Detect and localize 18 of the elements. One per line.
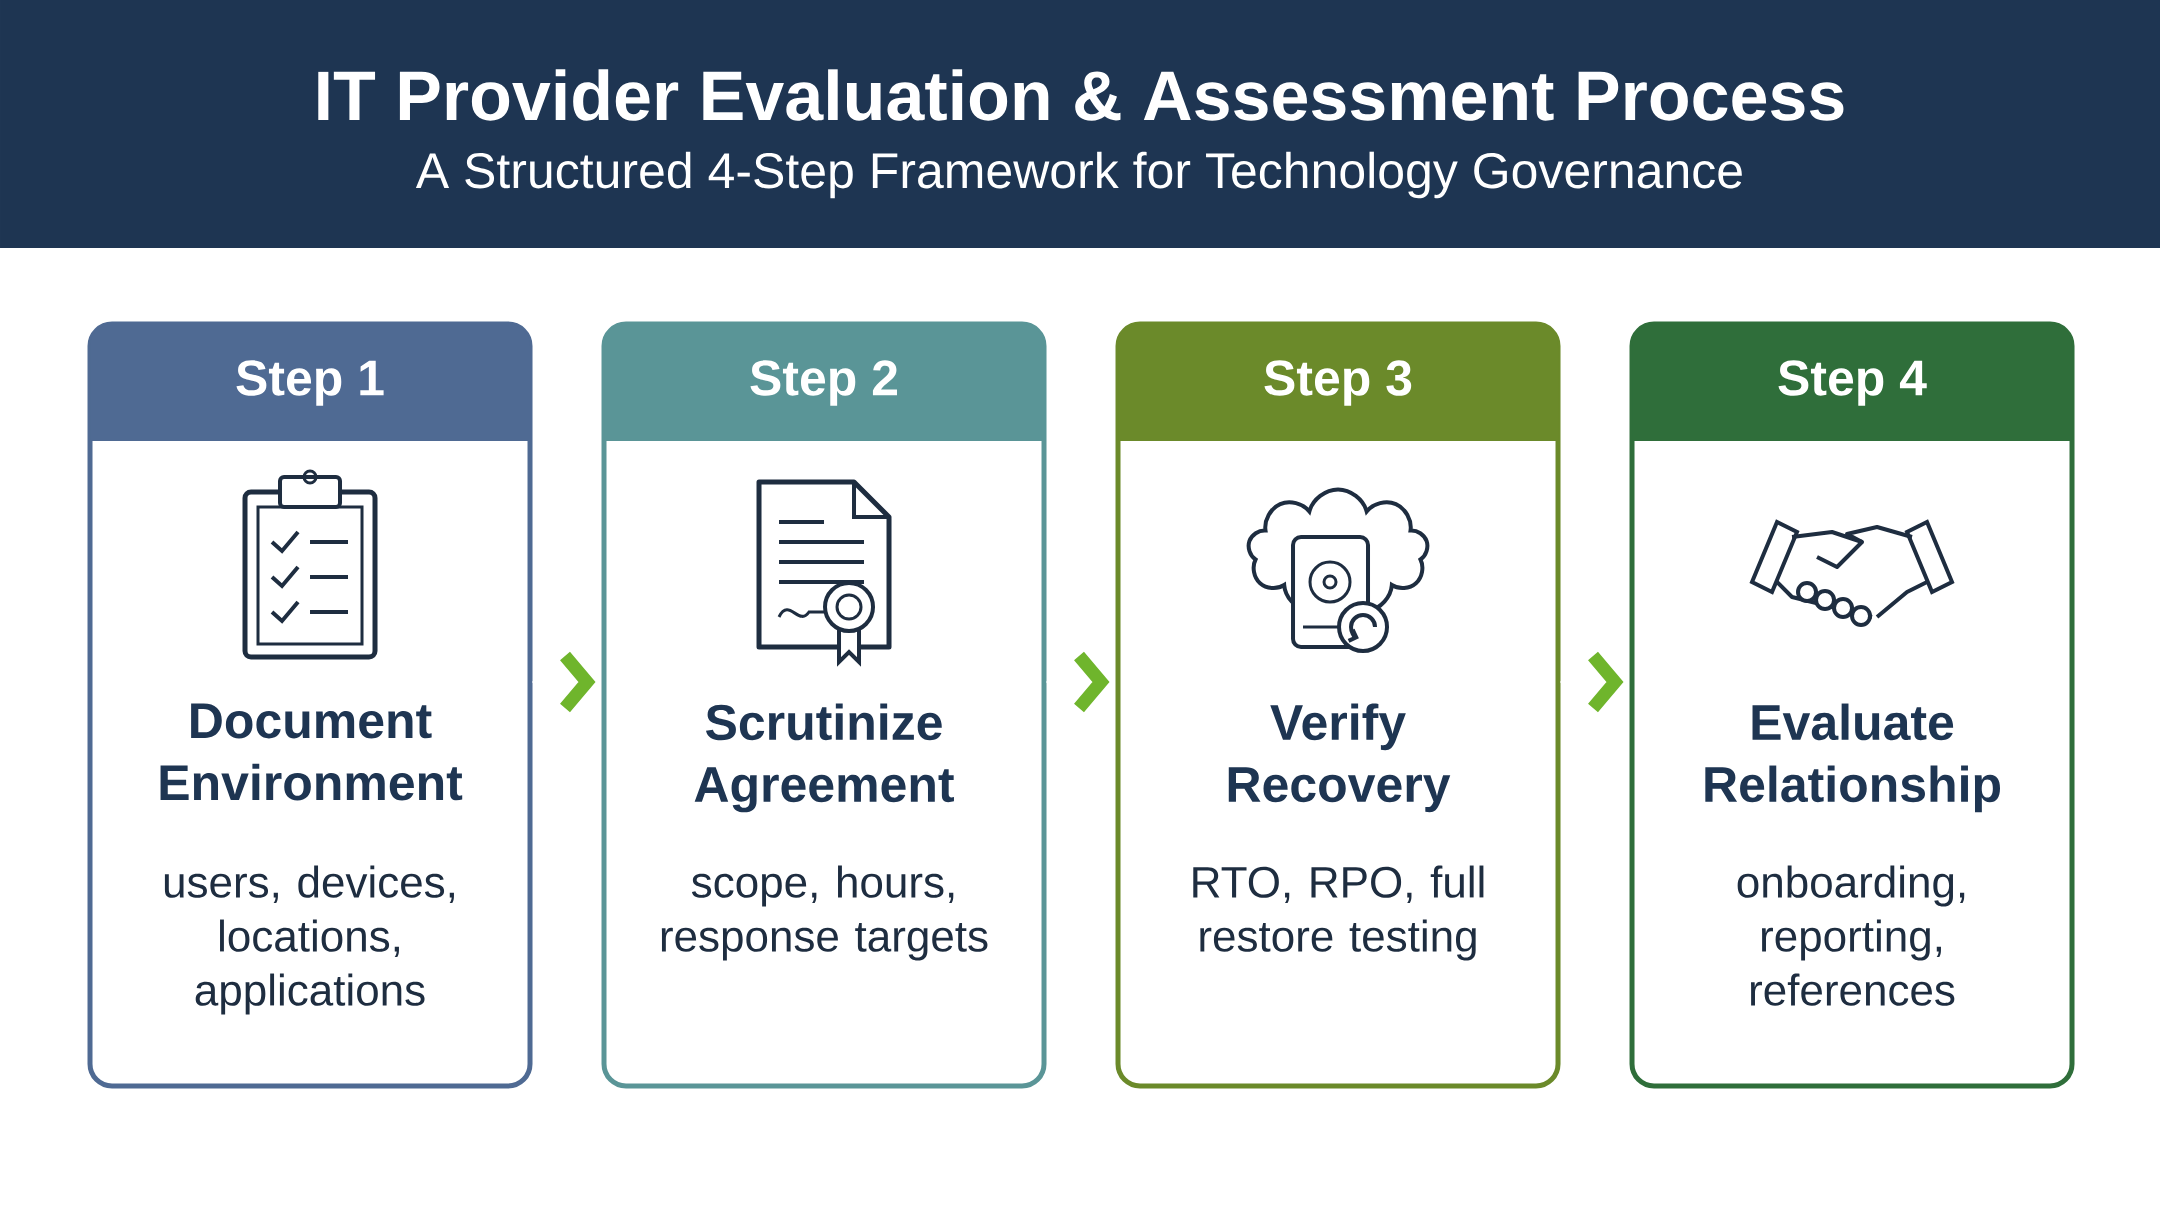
step-description: scope, hours, response targets	[661, 865, 988, 961]
step-card	[1629, 321, 2075, 1089]
step-title: Scrutinize Agreement	[694, 703, 954, 813]
step-label: Step 3	[1264, 360, 1412, 406]
step-label: Step 1	[236, 360, 384, 406]
step-description: users, devices, locations, applications	[164, 865, 454, 1015]
step-description: onboarding, reporting, references	[1737, 865, 1965, 1006]
step-card	[87, 321, 533, 1089]
step-card	[1115, 321, 1561, 1089]
step-label: Step 4	[1778, 360, 1927, 406]
subtitle: A Structured 4-Step Framework for Technology Governance	[415, 151, 1742, 199]
title: IT Provider Evaluation & Assessment Process	[318, 69, 1844, 121]
step-card	[601, 321, 1047, 1089]
step-title: Verify Recovery	[1228, 703, 1451, 813]
step-description: RTO, RPO, full restore testing	[1193, 865, 1484, 961]
step-title: Document Environment	[160, 703, 463, 801]
step-title: Evaluate Relationship	[1705, 703, 2000, 813]
step-label: Step 2	[750, 360, 897, 406]
